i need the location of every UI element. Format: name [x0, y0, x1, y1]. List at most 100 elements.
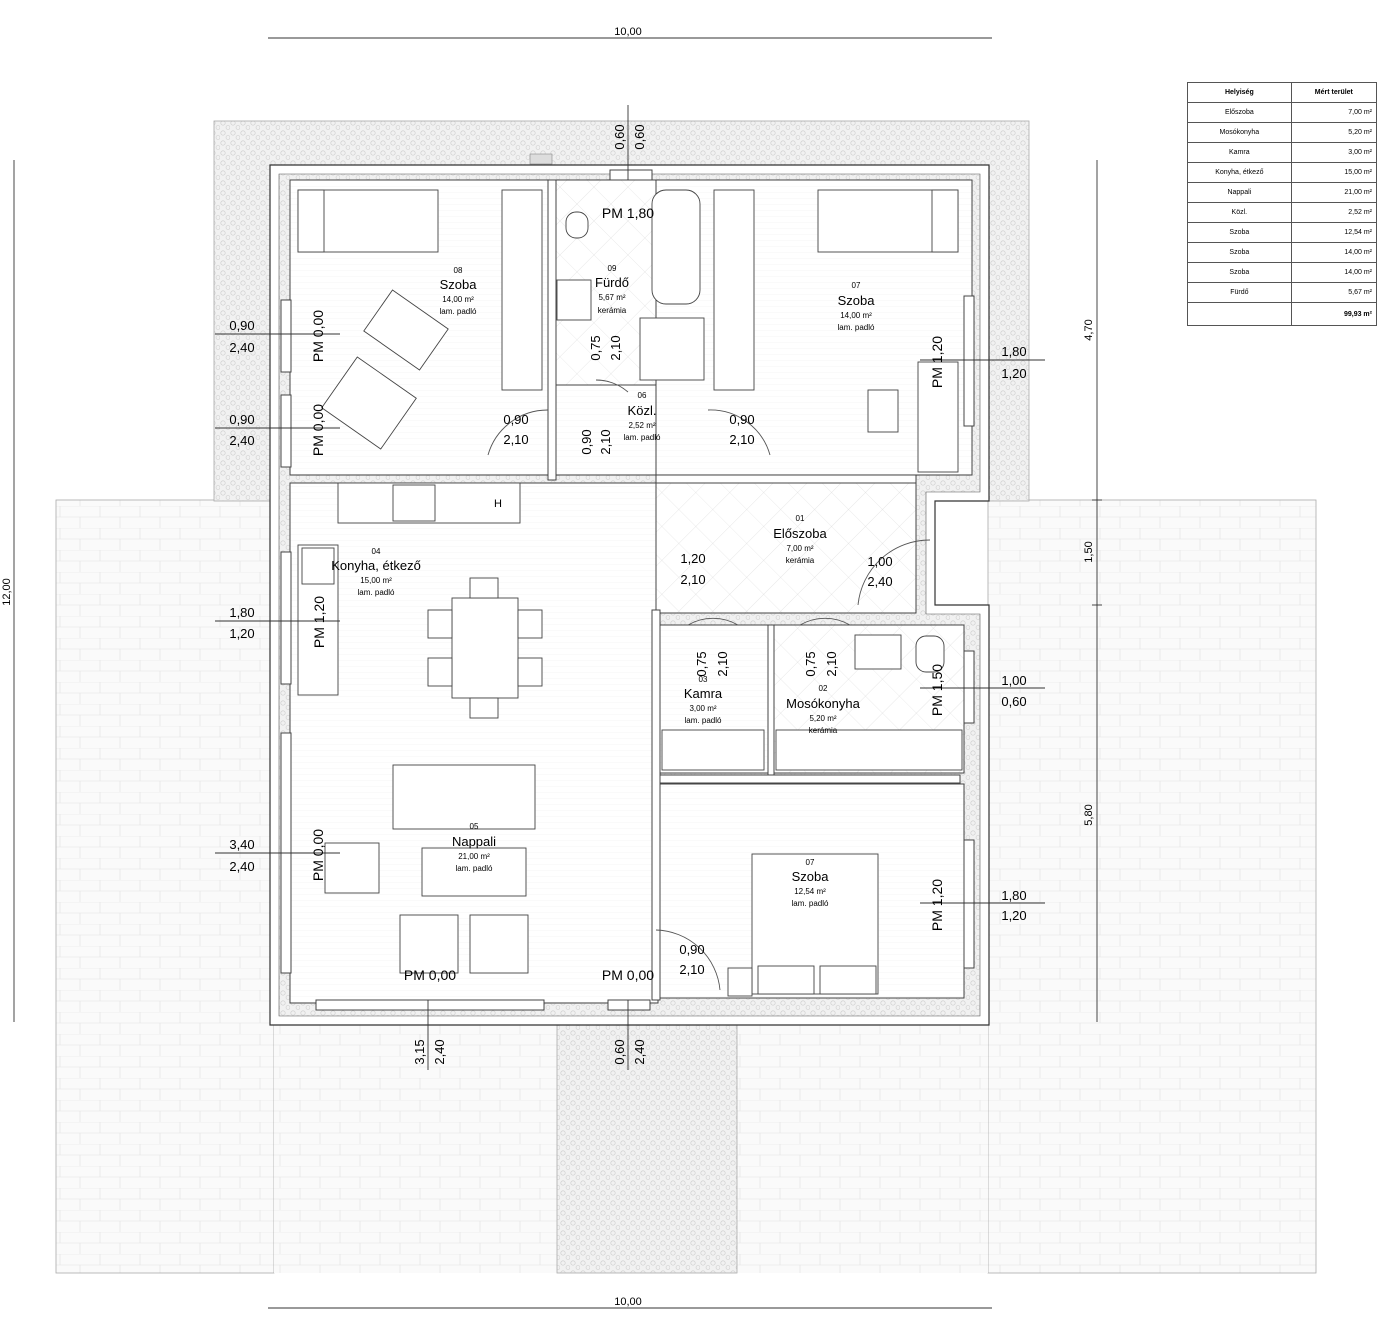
door-room08-b: 2,10: [503, 432, 528, 447]
furniture: [297, 189, 963, 997]
room-floor: lam. padló: [685, 716, 722, 725]
armchair-1: [363, 289, 449, 371]
win-left-kitchen-a: 1,80: [229, 605, 254, 620]
room-cell: Szoba: [1187, 242, 1292, 263]
dim-left: 12,00: [1, 578, 13, 606]
area-cell: 7,00 m²: [1290, 102, 1378, 123]
dim-top: 10,00: [614, 26, 642, 38]
desk: [917, 361, 959, 473]
room-szoba-07b: 07 Szoba 12,54 m² lam. padló: [792, 858, 830, 908]
win-bottom-living-b: 2,40: [432, 1039, 447, 1064]
door-swings: [487, 379, 931, 991]
room-area: 12,54 m²: [794, 887, 826, 896]
win-right-room2-b: 1,20: [1001, 908, 1026, 923]
coffee-table: [421, 847, 527, 897]
room-konyha-04: 04 Konyha, étkező 15,00 m² lam. padló: [331, 547, 421, 597]
total-row: 99,93 m²: [1187, 302, 1378, 326]
room-kamra-03: 03 Kamra 3,00 m² lam. padló: [684, 675, 723, 725]
pm-laundry: PM 1,50: [929, 664, 945, 716]
room-cell: Nappali: [1187, 182, 1292, 203]
sofa: [392, 764, 536, 830]
room-area: 5,20 m²: [809, 714, 836, 723]
room-name: Mosókonyha: [786, 696, 860, 711]
door-entry-b: 2,40: [867, 574, 892, 589]
room-number: 09: [608, 264, 617, 273]
room-floor: lam. padló: [838, 323, 875, 332]
bathtub: [651, 189, 701, 305]
oven-label: H: [494, 498, 502, 510]
wardrobe-room07b: [727, 967, 753, 997]
room-cell: Fürdő: [1187, 282, 1292, 303]
wardrobe-right: [713, 189, 755, 391]
toilet: [565, 211, 589, 239]
room-name: Konyha, étkező: [331, 558, 421, 573]
area-cell: 3,00 m²: [1290, 142, 1378, 163]
win-left-1-a: 0,90: [229, 318, 254, 333]
win-right-room-a: 1,80: [1001, 344, 1026, 359]
room-kozl-06: 06 Közl. 2,52 m² lam. padló: [624, 391, 661, 442]
room-floor: lam. padló: [792, 899, 829, 908]
laundry-sink: [854, 634, 902, 670]
pm-living-bottom: PM 0,00: [404, 967, 456, 983]
win-top-bath-a: 0,60: [612, 124, 627, 149]
pm-room08-b: PM 0,00: [310, 404, 326, 456]
total-area: 99,93 m²: [1290, 302, 1378, 326]
room-cell: Mosókonyha: [1187, 122, 1292, 143]
win-left-living-b: 2,40: [229, 859, 254, 874]
room-area: 14,00 m²: [442, 295, 474, 304]
win-left-1-b: 2,40: [229, 340, 254, 355]
total-label: [1187, 302, 1292, 326]
interior-walls: [547, 179, 961, 1001]
area-cell: 2,52 m²: [1290, 202, 1378, 223]
room-name: Kamra: [684, 686, 723, 701]
room-szoba-08: 08 Szoba 14,00 m² lam. padló: [440, 266, 478, 316]
door-room07-b: 2,10: [729, 432, 754, 447]
door-laundry-a: 0,75: [803, 651, 818, 676]
room-area: 21,00 m²: [458, 852, 490, 861]
door-kamra-b: 2,10: [715, 651, 730, 676]
room-mosokonyha-02: 02 Mosókonyha 5,20 m² kerámia: [786, 684, 860, 735]
room-floor: lam. padló: [358, 588, 395, 597]
pm-room07a: PM 1,20: [929, 336, 945, 388]
opening-labels: 0,60 0,60 0,90 2,40 0,90 2,40 1,80 1,20 …: [229, 124, 1026, 1064]
room-number: 01: [796, 514, 805, 523]
room-cell: Előszoba: [1187, 102, 1292, 123]
room-number: 04: [372, 547, 381, 556]
door-kamra-a: 0,75: [694, 651, 709, 676]
room-number: 06: [638, 391, 647, 400]
area-cell: 15,00 m²: [1290, 162, 1378, 183]
sink: [301, 547, 335, 585]
room-number: 05: [470, 822, 479, 831]
terrace-paving-left: [55, 499, 275, 1274]
room-name: Fürdő: [595, 275, 629, 290]
pm-living-left: PM 0,00: [310, 829, 326, 881]
header-area: Mért terület: [1290, 82, 1378, 103]
win-right-room-b: 1,20: [1001, 366, 1026, 381]
win-left-living-a: 3,40: [229, 837, 254, 852]
room-name: Szoba: [440, 277, 478, 292]
area-cell: 12,54 m²: [1290, 222, 1378, 243]
room-name: Közl.: [628, 403, 657, 418]
win-right-laundry-b: 0,60: [1001, 694, 1026, 709]
armchair-2: [321, 356, 417, 450]
room-floor: kerámia: [809, 726, 838, 735]
room-cell: Szoba: [1187, 262, 1292, 283]
chair-desk: [867, 389, 899, 433]
area-cell: 5,20 m²: [1290, 122, 1378, 143]
header-room: Helyiség: [1187, 82, 1292, 103]
door-laundry-b: 2,10: [824, 651, 839, 676]
room-area: 3,00 m²: [689, 704, 716, 713]
room-cell: Közl.: [1187, 202, 1292, 223]
room-floor: lam. padló: [456, 864, 493, 873]
pm-terrace: PM 0,00: [602, 967, 654, 983]
area-table-header: Helyiség Mért terület: [1187, 82, 1378, 103]
shelf-kamra: [661, 729, 765, 771]
room-cell: Konyha, étkező: [1187, 162, 1292, 183]
area-cell: 14,00 m²: [1290, 262, 1378, 283]
win-right-laundry-a: 1,00: [1001, 673, 1026, 688]
